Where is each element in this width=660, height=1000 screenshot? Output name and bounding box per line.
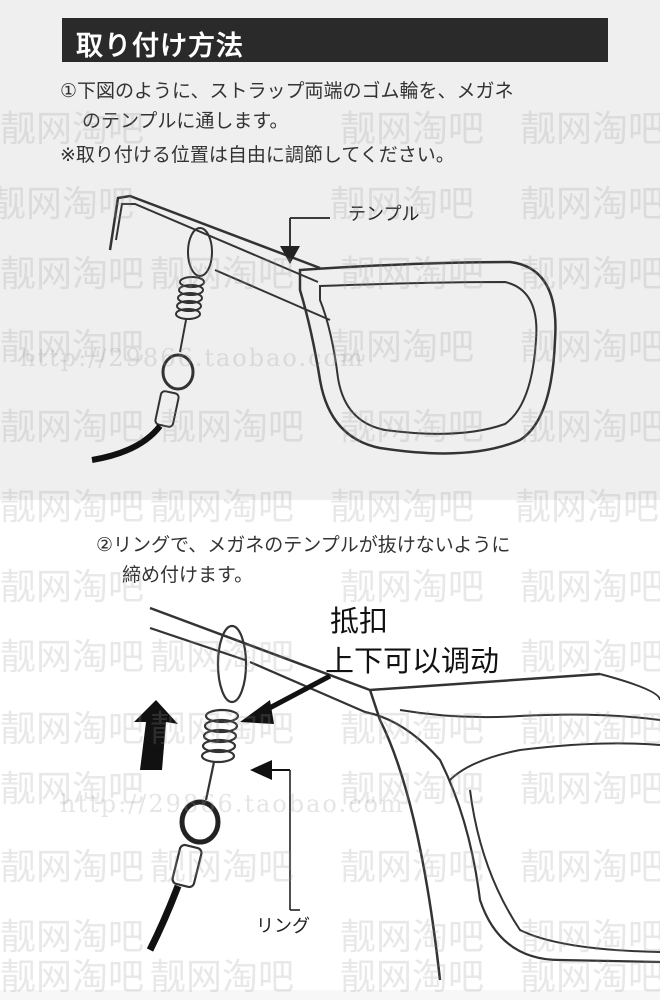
- adjust-note: ※取り付ける位置は自由に調節してください。: [60, 144, 455, 166]
- temple-label: テンプル: [348, 204, 420, 225]
- step1-line1: ①下図のように、ストラップ両端のゴム輪を、メガネ: [60, 80, 514, 102]
- step2-line2: 締め付けます。: [122, 564, 254, 586]
- step1-line2: のテンプルに通します。: [82, 110, 289, 132]
- page-title: 取り付け方法: [76, 31, 244, 62]
- header-bar: 取り付け方法: [62, 18, 608, 62]
- step2-line1: ②リングで、メガネのテンプルが抜けないように: [96, 534, 511, 556]
- bottom-illustration-panel: [0, 500, 660, 990]
- annotation-cn-line2: 上下可以调动: [325, 644, 500, 678]
- annotation-cn-line1: 抵扣: [330, 604, 389, 638]
- ring-label: リング: [256, 916, 310, 937]
